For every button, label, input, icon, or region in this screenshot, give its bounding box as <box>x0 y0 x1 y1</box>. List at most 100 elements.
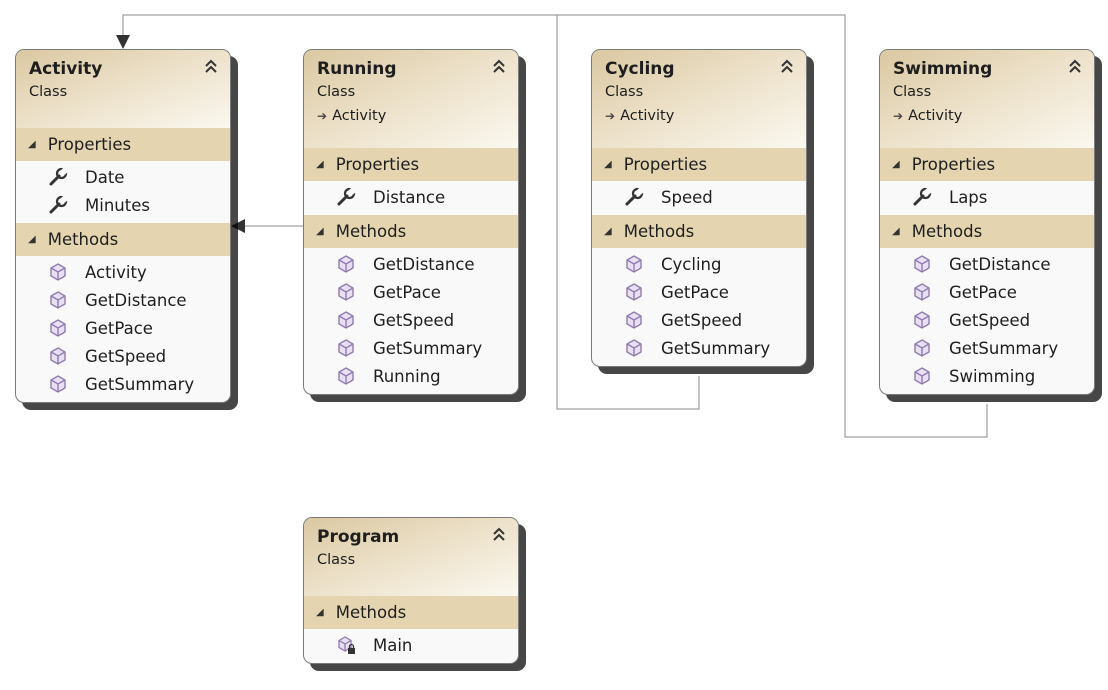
method-item[interactable]: GetDistance <box>304 250 518 278</box>
methods-list: Activity GetDistance GetPace GetSpeed Ge… <box>16 256 230 402</box>
cube-icon <box>914 339 930 357</box>
method-item[interactable]: GetPace <box>304 278 518 306</box>
collapse-icon[interactable] <box>491 526 507 542</box>
expanded-triangle-icon: ◢ <box>604 226 612 237</box>
method-item[interactable]: GetSummary <box>16 370 230 398</box>
parent-name: Activity <box>908 108 963 124</box>
wrench-icon <box>913 187 932 206</box>
section-label: Methods <box>335 603 407 622</box>
methods-section-toggle[interactable]: ◢Methods <box>304 596 518 629</box>
method-item[interactable]: GetPace <box>880 278 1094 306</box>
properties-list: Distance <box>304 181 518 215</box>
expanded-triangle-icon: ◢ <box>316 159 324 170</box>
properties-section-toggle[interactable]: ◢Properties <box>304 148 518 181</box>
method-item[interactable]: Cycling <box>592 250 806 278</box>
cube-icon <box>50 319 66 337</box>
class-running[interactable]: Running Class ➔Activity ◢Properties Dist… <box>303 49 519 395</box>
cube-icon <box>626 311 642 329</box>
collapse-icon[interactable] <box>779 58 795 74</box>
method-item[interactable]: Main <box>304 631 518 659</box>
class-header: Running Class ➔Activity <box>304 50 518 148</box>
class-name: Swimming <box>893 59 993 79</box>
method-item[interactable]: GetSpeed <box>880 306 1094 334</box>
property-item[interactable]: Minutes <box>16 191 230 219</box>
method-item[interactable]: GetSummary <box>880 334 1094 362</box>
class-activity[interactable]: Activity Class ◢Properties Date Minutes … <box>15 49 231 403</box>
method-item[interactable]: GetSpeed <box>592 306 806 334</box>
method-name: GetSpeed <box>85 346 167 366</box>
collapse-icon[interactable] <box>203 58 219 74</box>
method-name: Running <box>373 366 441 386</box>
class-header: Cycling Class ➔Activity <box>592 50 806 148</box>
property-item[interactable]: Laps <box>880 183 1094 211</box>
method-item[interactable]: GetSpeed <box>304 306 518 334</box>
expanded-triangle-icon: ◢ <box>604 159 612 170</box>
method-name: GetPace <box>373 282 441 302</box>
cube-icon <box>914 311 930 329</box>
cube-icon <box>626 283 642 301</box>
method-name: Swimming <box>949 366 1036 386</box>
method-item[interactable]: GetPace <box>16 314 230 342</box>
class-parent: ➔Activity <box>317 104 506 128</box>
class-program[interactable]: Program Class ◢Methods Main <box>303 517 519 664</box>
property-name: Speed <box>661 187 713 207</box>
class-swimming[interactable]: Swimming Class ➔ Activity ◢Properties Lap… <box>879 49 1095 395</box>
property-item[interactable]: Distance <box>304 183 518 211</box>
method-item[interactable]: GetSpeed <box>16 342 230 370</box>
method-name: GetSummary <box>373 338 483 358</box>
wrench-icon <box>337 187 356 206</box>
cube-icon <box>626 339 642 357</box>
collapse-icon[interactable] <box>1067 58 1083 74</box>
properties-list: Laps <box>880 181 1094 215</box>
method-item[interactable]: Running <box>304 362 518 390</box>
cube-icon <box>50 347 66 365</box>
class-name: Program <box>317 527 400 547</box>
cube-icon <box>914 255 930 273</box>
method-item[interactable]: GetSummary <box>592 334 806 362</box>
class-kind: Class <box>29 84 68 100</box>
method-name: GetSpeed <box>373 310 455 330</box>
method-name: Main <box>373 635 413 655</box>
property-item[interactable]: Date <box>16 163 230 191</box>
properties-section-toggle[interactable]: ◢Properties <box>592 148 806 181</box>
arrowhead-running-activity <box>231 219 245 233</box>
class-kind: Class <box>893 84 932 100</box>
method-name: GetSummary <box>949 338 1059 358</box>
properties-section-toggle[interactable]: ◢Properties <box>16 128 230 161</box>
properties-list: Date Minutes <box>16 161 230 223</box>
method-item[interactable]: GetDistance <box>880 250 1094 278</box>
methods-section-toggle[interactable]: ◢Methods <box>880 215 1094 248</box>
method-name: GetPace <box>85 318 153 338</box>
class-cycling[interactable]: Cycling Class ➔Activity ◢Properties Spee… <box>591 49 807 367</box>
method-name: GetPace <box>949 282 1017 302</box>
method-name: GetSpeed <box>949 310 1031 330</box>
section-label: Properties <box>47 135 132 154</box>
cube-icon <box>338 255 354 273</box>
property-item[interactable]: Speed <box>592 183 806 211</box>
property-name: Minutes <box>85 195 150 215</box>
method-name: Cycling <box>661 254 722 274</box>
cube-icon <box>50 263 66 281</box>
method-item[interactable]: GetPace <box>592 278 806 306</box>
method-item[interactable]: GetDistance <box>16 286 230 314</box>
inherits-arrow-icon: ➔ <box>893 109 904 123</box>
method-item[interactable]: Swimming <box>880 362 1094 390</box>
methods-section-toggle[interactable]: ◢Methods <box>592 215 806 248</box>
cube-icon <box>338 283 354 301</box>
method-name: GetSpeed <box>661 310 743 330</box>
parent-name: Activity <box>620 108 675 124</box>
method-item[interactable]: GetSummary <box>304 334 518 362</box>
property-name: Distance <box>373 187 446 207</box>
properties-section-toggle[interactable]: ◢Properties <box>880 148 1094 181</box>
method-name: GetSummary <box>661 338 771 358</box>
method-name: GetPace <box>661 282 729 302</box>
method-name: Activity <box>85 262 147 282</box>
method-item[interactable]: Activity <box>16 258 230 286</box>
methods-section-toggle[interactable]: ◢Methods <box>16 223 230 256</box>
class-header: Activity Class <box>16 50 230 128</box>
method-name: GetDistance <box>949 254 1051 274</box>
methods-section-toggle[interactable]: ◢Methods <box>304 215 518 248</box>
collapse-icon[interactable] <box>491 58 507 74</box>
class-header: Program Class <box>304 518 518 596</box>
